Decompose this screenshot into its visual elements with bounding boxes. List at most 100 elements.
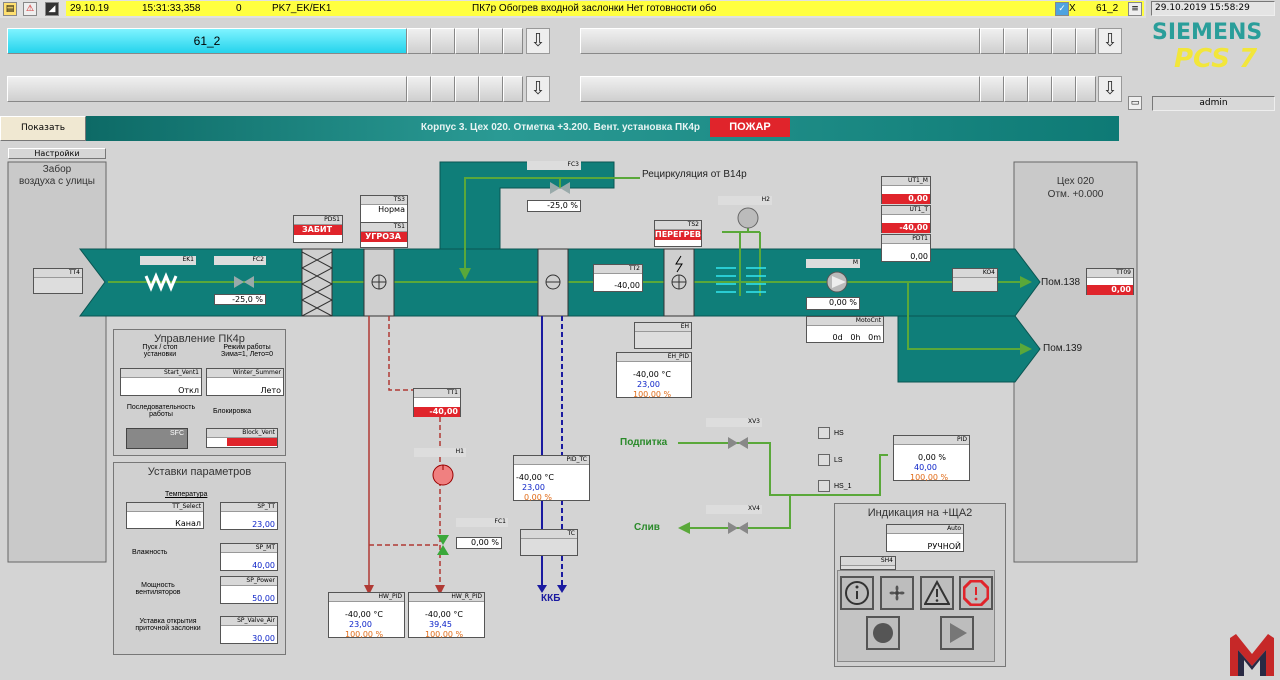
recirc-label: Рециркуляция от В14р bbox=[642, 169, 747, 180]
area-seg[interactable] bbox=[1076, 76, 1096, 102]
winter-summer-value: Лето bbox=[260, 386, 282, 395]
sh4-faceplate[interactable]: SH4 bbox=[840, 556, 896, 570]
hw-pid-out: 100,00 bbox=[345, 630, 373, 639]
ut1t-tag: UT1_T bbox=[882, 206, 930, 215]
fc2-value: -25,0 bbox=[232, 295, 253, 304]
ts1-tag: TS1 bbox=[361, 223, 407, 232]
area-seg[interactable] bbox=[1028, 76, 1052, 102]
warning-icon[interactable]: ⚠ bbox=[23, 2, 37, 16]
alarm-button[interactable] bbox=[959, 576, 993, 610]
ko4-faceplate[interactable]: KO4 bbox=[952, 268, 998, 292]
winter-summer-faceplate[interactable]: Winter_Summer Лето bbox=[206, 368, 284, 396]
page-title: Корпус 3. Цех 020. Отметка +3.200. Вент.… bbox=[420, 122, 700, 133]
fc3-value-box[interactable]: -25,0 % bbox=[527, 200, 581, 212]
warning-button[interactable] bbox=[920, 576, 954, 610]
settings-button[interactable]: Настройки bbox=[8, 148, 106, 159]
tt2-tag: TT2 bbox=[594, 265, 642, 274]
h2-tag-box[interactable]: H2 bbox=[718, 196, 772, 205]
show-button[interactable]: Показать bbox=[0, 116, 86, 141]
area-button-active[interactable]: 61_2 bbox=[7, 28, 407, 54]
area-seg[interactable] bbox=[455, 28, 479, 54]
area-seg[interactable] bbox=[407, 28, 431, 54]
area-button[interactable] bbox=[580, 28, 980, 54]
area-seg[interactable] bbox=[503, 76, 523, 102]
ut1t-faceplate[interactable]: UT1_T -40,00 bbox=[881, 205, 931, 233]
area-seg[interactable] bbox=[980, 28, 1004, 54]
xv4-tag-box[interactable]: XV4 bbox=[706, 505, 762, 514]
sp-tt-faceplate[interactable]: SP_TT 23,00 bbox=[220, 502, 278, 530]
area-seg[interactable] bbox=[1004, 28, 1028, 54]
hw-r-pid-faceplate[interactable]: HW_R_PID -40,00 °C 39,45 100,00 % bbox=[408, 592, 485, 639]
fc1-tag-box[interactable]: FC1 bbox=[456, 518, 508, 527]
down-arrow-icon[interactable]: ⇩ bbox=[526, 76, 550, 102]
area-seg[interactable] bbox=[1076, 28, 1096, 54]
ts2-faceplate[interactable]: TS2 ПЕРЕГРЕВ bbox=[654, 220, 702, 247]
tt1-faceplate[interactable]: TT1 -40,00 bbox=[413, 388, 461, 417]
eh-faceplate[interactable]: EH bbox=[634, 322, 692, 349]
area-seg[interactable] bbox=[1052, 28, 1076, 54]
stop-button[interactable] bbox=[866, 616, 900, 650]
area-seg[interactable] bbox=[1004, 76, 1028, 102]
alarm-line[interactable] bbox=[66, 1, 1144, 16]
fan-button[interactable] bbox=[880, 576, 914, 610]
area-seg[interactable] bbox=[407, 76, 431, 102]
area-seg[interactable] bbox=[431, 28, 455, 54]
ut1m-faceplate[interactable]: UT1_M 0,00 bbox=[881, 176, 931, 204]
fc2-value-box[interactable]: -25,0 % bbox=[214, 294, 266, 305]
fc1-value-box[interactable]: 0,00 % bbox=[456, 537, 502, 549]
area-seg[interactable] bbox=[479, 76, 503, 102]
auto-faceplate[interactable]: Auto РУЧНОЙ bbox=[886, 524, 964, 552]
sp-valve-faceplate[interactable]: SP_Valve_Air 30,00 bbox=[220, 616, 278, 644]
eh-pid-faceplate[interactable]: EH_PID -40,00 °C 23,00 100,00 % bbox=[616, 352, 692, 399]
tt2-faceplate[interactable]: TT2 -40,00 bbox=[593, 264, 643, 292]
motocnt-faceplate[interactable]: MotoCnt 0d 0h 0m bbox=[806, 316, 884, 343]
pid-faceplate[interactable]: PID 0,00 % 40,00 100,00 % bbox=[893, 435, 970, 482]
list-icon[interactable]: ≡ bbox=[1128, 2, 1142, 16]
area-seg[interactable] bbox=[1052, 76, 1076, 102]
ts3-state: Норма bbox=[378, 205, 405, 214]
ts1-faceplate[interactable]: TS1 УГРОЗА bbox=[360, 222, 408, 248]
keyboard-icon[interactable]: ▭ bbox=[1128, 96, 1142, 110]
block-vent-faceplate[interactable]: Block_Vent bbox=[206, 428, 278, 448]
area-seg[interactable] bbox=[479, 28, 503, 54]
info-button[interactable] bbox=[840, 576, 874, 610]
xv3-tag-box[interactable]: XV3 bbox=[706, 418, 762, 427]
area-seg[interactable] bbox=[980, 76, 1004, 102]
area-button[interactable] bbox=[7, 76, 407, 102]
m-tag-box[interactable]: M bbox=[806, 259, 860, 268]
tc-faceplate[interactable]: TC bbox=[520, 529, 578, 556]
ts3-faceplate[interactable]: TS3 Норма bbox=[360, 195, 408, 223]
ack-icon[interactable]: ✓ bbox=[1055, 2, 1069, 16]
tt09-faceplate[interactable]: TT09 0,00 bbox=[1086, 268, 1134, 295]
down-arrow-icon[interactable]: ⇩ bbox=[1098, 28, 1122, 54]
pdt1-faceplate[interactable]: PDT1 0,00 bbox=[881, 234, 931, 262]
pds1-faceplate[interactable]: PDS1 ЗАБИТ bbox=[293, 215, 343, 243]
horn-icon[interactable]: ◢ bbox=[45, 2, 59, 16]
sp-valve-tag: SP_Valve_Air bbox=[221, 617, 277, 626]
start-button[interactable] bbox=[940, 616, 974, 650]
area-seg[interactable] bbox=[1028, 28, 1052, 54]
down-arrow-icon[interactable]: ⇩ bbox=[1098, 76, 1122, 102]
m-value-box[interactable]: 0,00 % bbox=[806, 297, 860, 310]
stop-circle-icon bbox=[873, 623, 893, 643]
sp-mt-faceplate[interactable]: SP_MT 40,00 bbox=[220, 543, 278, 571]
tt-select-faceplate[interactable]: TT_Select Канал bbox=[126, 502, 204, 529]
down-arrow-icon[interactable]: ⇩ bbox=[526, 28, 550, 54]
hw-r-pid-out: 100,00 bbox=[425, 630, 453, 639]
start-vent-faceplate[interactable]: Start_Vent1 Откл bbox=[120, 368, 202, 396]
sfc-button[interactable]: SFC bbox=[126, 428, 188, 449]
h1-tag-box[interactable]: H1 bbox=[414, 448, 466, 457]
ek1-tag-box[interactable]: EK1 bbox=[140, 256, 196, 265]
area-seg[interactable] bbox=[455, 76, 479, 102]
tt4-faceplate[interactable]: TT4 bbox=[33, 268, 83, 294]
fc2-tag-box[interactable]: FC2 bbox=[214, 256, 266, 265]
area-seg[interactable] bbox=[503, 28, 523, 54]
alarm-list-icon[interactable]: ▤ bbox=[3, 2, 17, 16]
hw-pid-faceplate[interactable]: HW_PID -40,00 °C 23,00 100,00 % bbox=[328, 592, 405, 639]
ko4-tag: KO4 bbox=[953, 269, 997, 278]
area-button[interactable] bbox=[580, 76, 980, 102]
fc3-tag-box[interactable]: FC3 bbox=[527, 161, 581, 170]
area-seg[interactable] bbox=[431, 76, 455, 102]
pid-tc-faceplate[interactable]: PID_TC -40,00 °C 23,00 0,00 % bbox=[513, 455, 590, 502]
sp-power-faceplate[interactable]: SP_Power 50,00 bbox=[220, 576, 278, 604]
